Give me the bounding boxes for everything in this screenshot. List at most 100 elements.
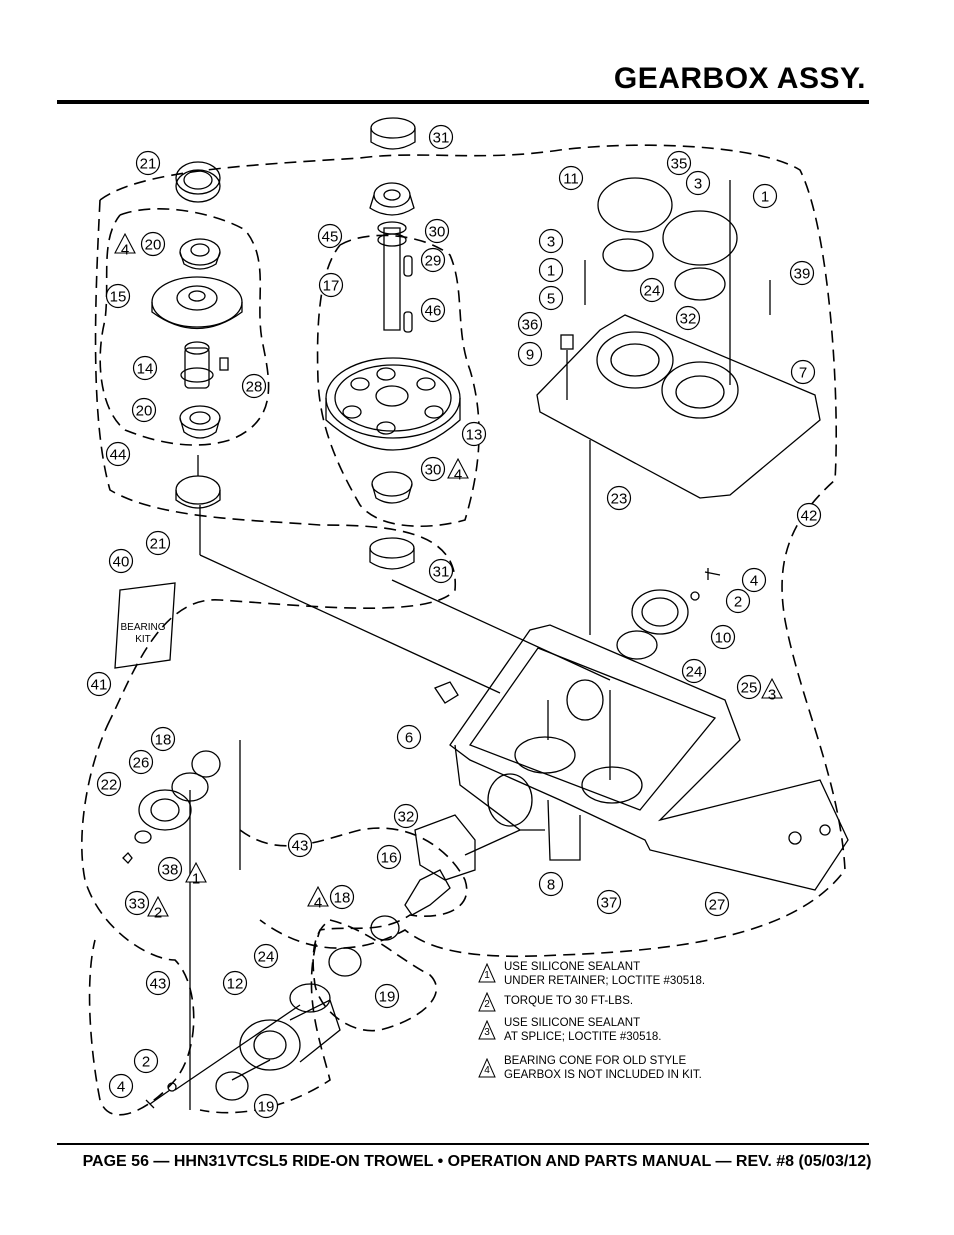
callout-number: 28 bbox=[246, 379, 263, 396]
part-18-cone bbox=[191, 750, 221, 778]
callout-number: 18 bbox=[155, 732, 172, 749]
callout-number: 7 bbox=[799, 365, 807, 382]
part-16-shaft bbox=[404, 869, 451, 916]
callout-number: 46 bbox=[425, 303, 442, 320]
callout-circle bbox=[558, 165, 584, 191]
callout-15: 15 bbox=[105, 283, 131, 309]
note-2-line1: TORQUE TO 30 FT-LBS. bbox=[504, 995, 634, 1007]
part-31-top bbox=[370, 117, 416, 139]
callout-number: 18 bbox=[334, 890, 351, 907]
note-ref-mark: 4 bbox=[121, 242, 129, 259]
callout-number: 30 bbox=[429, 224, 446, 241]
callout-circle bbox=[150, 726, 176, 752]
callout-31: 31 bbox=[428, 558, 454, 584]
callout-number: 43 bbox=[292, 838, 309, 855]
callout-24: 24 bbox=[639, 277, 665, 303]
callout-circle bbox=[145, 530, 171, 556]
part-31-bottom bbox=[369, 537, 415, 559]
note-3-line1: USE SILICONE SEALANT bbox=[504, 1017, 641, 1029]
part-33-screw bbox=[122, 852, 133, 864]
callout-10: 10 bbox=[710, 624, 736, 650]
callout-circle bbox=[685, 170, 711, 196]
note-ref-mark: 4 bbox=[454, 467, 462, 484]
callout-14: 14 bbox=[132, 355, 158, 381]
part-17-shaft bbox=[383, 227, 401, 331]
callout-number: 10 bbox=[715, 630, 732, 647]
part-29 bbox=[403, 255, 413, 277]
callout-number: 24 bbox=[686, 664, 703, 681]
part-21-top bbox=[175, 161, 221, 195]
callout-circle bbox=[538, 228, 564, 254]
callout-41: 41 bbox=[86, 671, 112, 697]
callout-26: 26 bbox=[128, 749, 154, 775]
callout-circle bbox=[736, 674, 762, 700]
note-2-triangle: 2 bbox=[478, 992, 496, 1012]
note-2-mark: 2 bbox=[484, 999, 490, 1010]
callout-35: 35 bbox=[666, 150, 692, 176]
callout-circle bbox=[517, 311, 543, 337]
callout-44: 44 bbox=[105, 441, 131, 467]
callout-number: 23 bbox=[611, 491, 628, 508]
callout-circle bbox=[108, 548, 134, 574]
note-ref-mark: 4 bbox=[314, 895, 322, 912]
note-3-mark: 3 bbox=[484, 1027, 490, 1038]
callout-11: 11 bbox=[558, 165, 584, 191]
callout-circle bbox=[222, 970, 248, 996]
callout-number: 30 bbox=[425, 462, 442, 479]
callout-circle bbox=[666, 150, 692, 176]
part-4-bolt bbox=[704, 568, 721, 580]
note-4-line1: BEARING CONE FOR OLD STYLE bbox=[504, 1055, 687, 1067]
callout-number: 4 bbox=[750, 573, 758, 590]
callout-number: 21 bbox=[150, 536, 167, 553]
callout-circle bbox=[393, 803, 419, 829]
callout-number: 5 bbox=[547, 291, 555, 308]
callout-number: 1 bbox=[761, 189, 769, 206]
note-ref-triangle: 3 bbox=[761, 677, 783, 704]
callout-circle bbox=[517, 341, 543, 367]
note-3-triangle: 3 bbox=[478, 1020, 496, 1040]
note-1-triangle: 1 bbox=[478, 963, 496, 983]
callout-23: 23 bbox=[606, 485, 632, 511]
callout-8: 8 bbox=[538, 871, 564, 897]
callout-circle bbox=[124, 890, 150, 916]
part-19-lower bbox=[215, 1071, 249, 1101]
callout-circle bbox=[725, 588, 751, 614]
bottom-rule bbox=[57, 1143, 869, 1145]
callout-circle bbox=[132, 355, 158, 381]
callout-circle bbox=[131, 397, 157, 423]
part-6-breather bbox=[434, 681, 459, 704]
note-ref-triangle: 4 bbox=[447, 457, 469, 484]
part-10-retainer bbox=[631, 589, 689, 635]
callout-circle bbox=[253, 1093, 279, 1119]
callout-circle bbox=[86, 671, 112, 697]
callout-3: 3 bbox=[538, 228, 564, 254]
callout-circle bbox=[287, 832, 313, 858]
note-ref-triangle: 2 bbox=[147, 895, 169, 922]
callout-19: 19 bbox=[374, 983, 400, 1009]
callout-32: 32 bbox=[393, 803, 419, 829]
callout-number: 33 bbox=[129, 896, 146, 913]
note-1-line1: USE SILICONE SEALANT bbox=[504, 961, 641, 973]
callout-circle bbox=[681, 658, 707, 684]
callout-circle bbox=[253, 943, 279, 969]
cover-2 bbox=[662, 210, 738, 266]
callout-number: 22 bbox=[101, 777, 118, 794]
part-4-lower-bolt bbox=[145, 1089, 171, 1109]
callout-circle bbox=[428, 558, 454, 584]
callout-45: 45 bbox=[317, 223, 343, 249]
callout-number: 36 bbox=[522, 317, 539, 334]
part-20-top bbox=[179, 238, 221, 266]
part-2-lower-washer bbox=[167, 1082, 177, 1092]
callout-number: 4 bbox=[117, 1079, 125, 1096]
part-15 bbox=[151, 276, 243, 328]
callout-24: 24 bbox=[253, 943, 279, 969]
callout-circle bbox=[108, 1073, 134, 1099]
part-18-lower bbox=[370, 915, 400, 941]
callout-number: 1 bbox=[547, 263, 555, 280]
part-38-washer bbox=[134, 830, 152, 844]
callout-number: 32 bbox=[398, 809, 415, 826]
callout-number: 27 bbox=[709, 897, 726, 914]
callout-number: 9 bbox=[526, 347, 534, 364]
bearing-kit-bag bbox=[114, 582, 176, 669]
